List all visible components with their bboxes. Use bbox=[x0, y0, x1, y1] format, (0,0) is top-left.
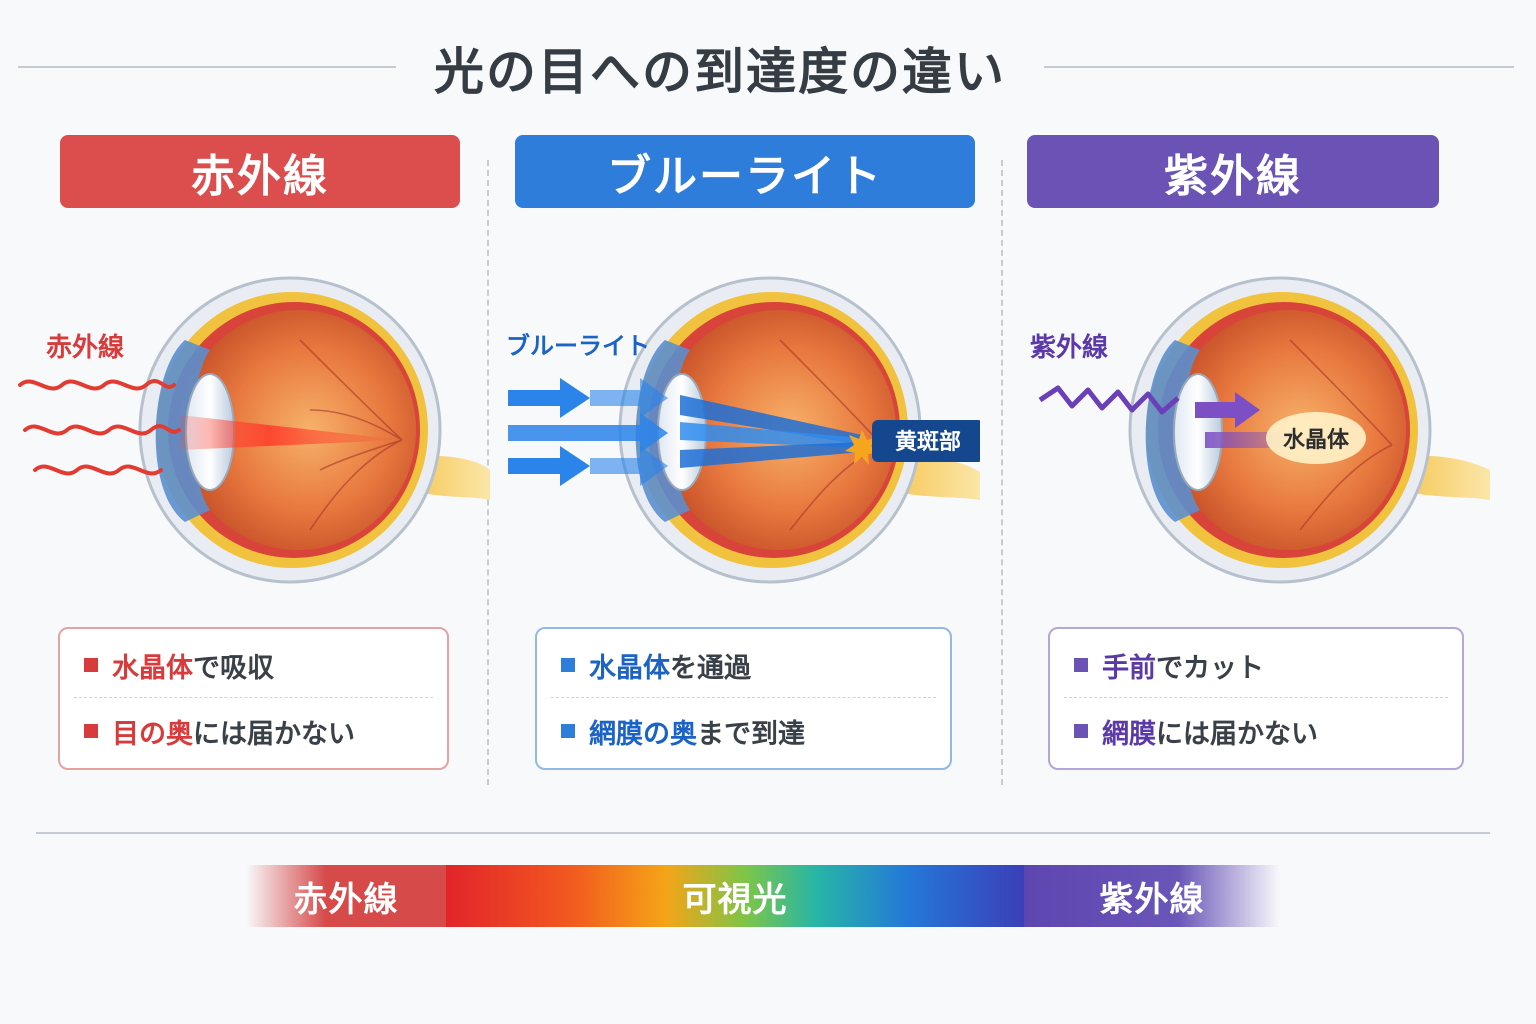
spectrum-ultraviolet: 紫外線 bbox=[1024, 865, 1280, 927]
eye-illustration-infrared: 赤外線 bbox=[18, 276, 490, 584]
info-text: で吸収 bbox=[193, 652, 274, 684]
header-bluelight: ブルーライト bbox=[515, 135, 975, 208]
ray-label-ultraviolet: 紫外線 bbox=[1030, 332, 1108, 363]
info-divider bbox=[74, 697, 433, 698]
info-box-bluelight: 水晶体 を通過 網膜の奥 まで到達 bbox=[535, 627, 952, 770]
info-text: には届かない bbox=[1156, 718, 1318, 750]
info-text: を通過 bbox=[670, 652, 751, 684]
macula-burst-icon bbox=[845, 430, 879, 465]
eye-illustration-ultraviolet: 水晶体 紫外線 bbox=[1030, 276, 1490, 584]
info-highlight: 目の奥 bbox=[112, 718, 193, 750]
title-rule-right bbox=[1044, 66, 1514, 68]
info-item: 網膜の奥 まで到達 bbox=[561, 703, 934, 759]
info-box-ultraviolet: 手前 でカット 網膜 には届かない bbox=[1048, 627, 1464, 770]
ray-label-bluelight: ブルーライト bbox=[506, 332, 650, 360]
title-area: 光の目への到達度の違い bbox=[0, 28, 1536, 108]
eye-diagram-infrared: 赤外線 bbox=[10, 260, 490, 600]
info-highlight: 手前 bbox=[1102, 652, 1156, 684]
bullet-icon bbox=[84, 724, 98, 738]
info-text: には届かない bbox=[193, 718, 355, 750]
header-ultraviolet: 紫外線 bbox=[1027, 135, 1439, 208]
uv-arrow bbox=[1195, 392, 1260, 428]
info-divider bbox=[1064, 697, 1448, 698]
infrared-beam bbox=[180, 415, 402, 450]
info-text: でカット bbox=[1156, 652, 1264, 684]
info-item: 手前 でカット bbox=[1074, 637, 1446, 693]
info-highlight: 網膜 bbox=[1102, 718, 1156, 750]
bullet-icon bbox=[1074, 724, 1088, 738]
info-item: 水晶体 で吸収 bbox=[84, 637, 431, 693]
info-highlight: 水晶体 bbox=[589, 652, 670, 684]
info-item: 水晶体 を通過 bbox=[561, 637, 934, 693]
eye-illustration-bluelight: 黄斑部 ブルーライト bbox=[506, 276, 980, 584]
spectrum-bar: 赤外線 可視光 紫外線 bbox=[246, 865, 1280, 927]
blood-vessels bbox=[1289, 339, 1393, 531]
info-item: 網膜 には届かない bbox=[1074, 703, 1446, 759]
bluelight-beams bbox=[508, 378, 862, 486]
bottom-rule bbox=[36, 832, 1490, 834]
page-title: 光の目への到達度の違い bbox=[434, 43, 1006, 101]
ray-label-infrared: 赤外線 bbox=[46, 332, 124, 363]
info-divider bbox=[551, 697, 936, 698]
info-highlight: 水晶体 bbox=[112, 652, 193, 684]
bullet-icon bbox=[561, 724, 575, 738]
header-infrared: 赤外線 bbox=[60, 135, 460, 208]
column-divider-2 bbox=[1001, 160, 1003, 785]
bullet-icon bbox=[1074, 658, 1088, 672]
infrared-waves bbox=[18, 379, 181, 476]
lens-callout-label: 水晶体 bbox=[1283, 428, 1350, 453]
info-highlight: 網膜の奥 bbox=[589, 718, 697, 750]
info-item: 目の奥 には届かない bbox=[84, 703, 431, 759]
info-box-infrared: 水晶体 で吸収 目の奥 には届かない bbox=[58, 627, 449, 770]
eye-diagram-ultraviolet: 水晶体 紫外線 bbox=[1020, 260, 1500, 600]
spectrum-visible: 可視光 bbox=[446, 865, 1024, 927]
lens-callout-glow bbox=[1266, 412, 1366, 464]
title-rule-left bbox=[18, 66, 396, 68]
macula-callout bbox=[872, 420, 980, 462]
bullet-icon bbox=[561, 658, 575, 672]
macula-callout-label: 黄斑部 bbox=[895, 429, 961, 455]
bullet-icon bbox=[84, 658, 98, 672]
uv-zigzag bbox=[1038, 385, 1180, 415]
spectrum-infrared: 赤外線 bbox=[246, 865, 446, 927]
info-text: まで到達 bbox=[697, 718, 805, 750]
blood-vessels bbox=[299, 339, 403, 531]
eye-diagram-bluelight: 黄斑部 ブルーライト bbox=[500, 260, 980, 600]
